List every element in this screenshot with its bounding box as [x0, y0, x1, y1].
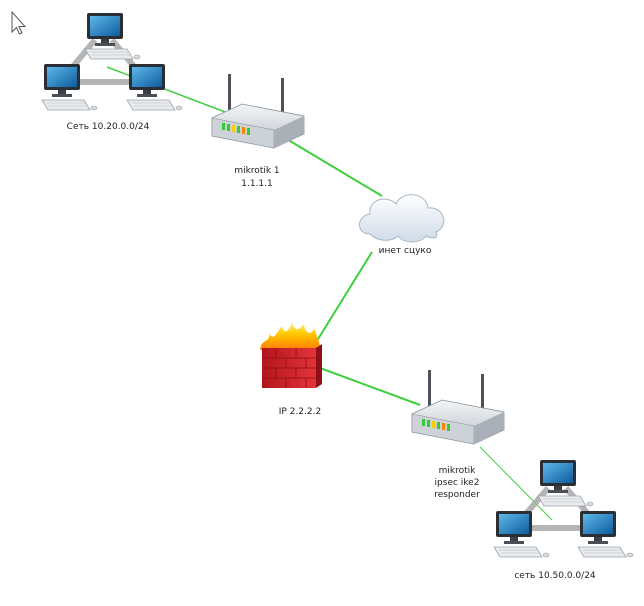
- cloud-label: инет сцуко: [379, 246, 432, 256]
- router2-line1: mikrotik: [439, 466, 477, 476]
- cursor-icon: [11, 10, 27, 35]
- link-router2-lan-b: [479, 446, 553, 521]
- lan-a-group: Сеть 10.20.0.0/24: [41, 12, 183, 132]
- router-1: mikrotik 1 1.1.1.1: [211, 73, 305, 189]
- lan-b-pc-top: [537, 459, 594, 507]
- router1-name: mikrotik 1: [234, 166, 279, 176]
- lan-b-pc-left: [493, 510, 550, 558]
- lan-a-pc-right: [126, 63, 183, 111]
- firewall-label: IP 2.2.2.2: [279, 407, 321, 417]
- network-b-label: сеть 10.50.0.0/24: [514, 571, 596, 581]
- lan-b-group: сеть 10.50.0.0/24: [493, 459, 634, 581]
- link-cloud-firewall: [309, 251, 373, 353]
- lan-b-pc-right: [577, 510, 634, 558]
- router-2: mikrotik ipsec ike2 responder: [411, 369, 505, 500]
- router-icon: [211, 73, 305, 149]
- internet-cloud: инет сцуко: [359, 194, 445, 256]
- link-router1-cloud: [284, 137, 383, 197]
- links: [106, 66, 553, 521]
- firewall: IP 2.2.2.2: [260, 322, 322, 417]
- router-icon: [411, 369, 505, 445]
- network-a-label: Сеть 10.20.0.0/24: [67, 122, 150, 132]
- cloud-icon: [359, 194, 445, 243]
- router1-ip: 1.1.1.1: [241, 179, 273, 189]
- link-firewall-router2: [319, 367, 421, 406]
- firewall-icon: [260, 322, 322, 388]
- lan-a-pc-left: [41, 63, 98, 111]
- lan-a-pc-top: [84, 12, 141, 60]
- router2-line2: ipsec ike2: [435, 478, 480, 488]
- router2-line3: responder: [434, 490, 480, 500]
- link-lan-a-router1: [106, 66, 226, 113]
